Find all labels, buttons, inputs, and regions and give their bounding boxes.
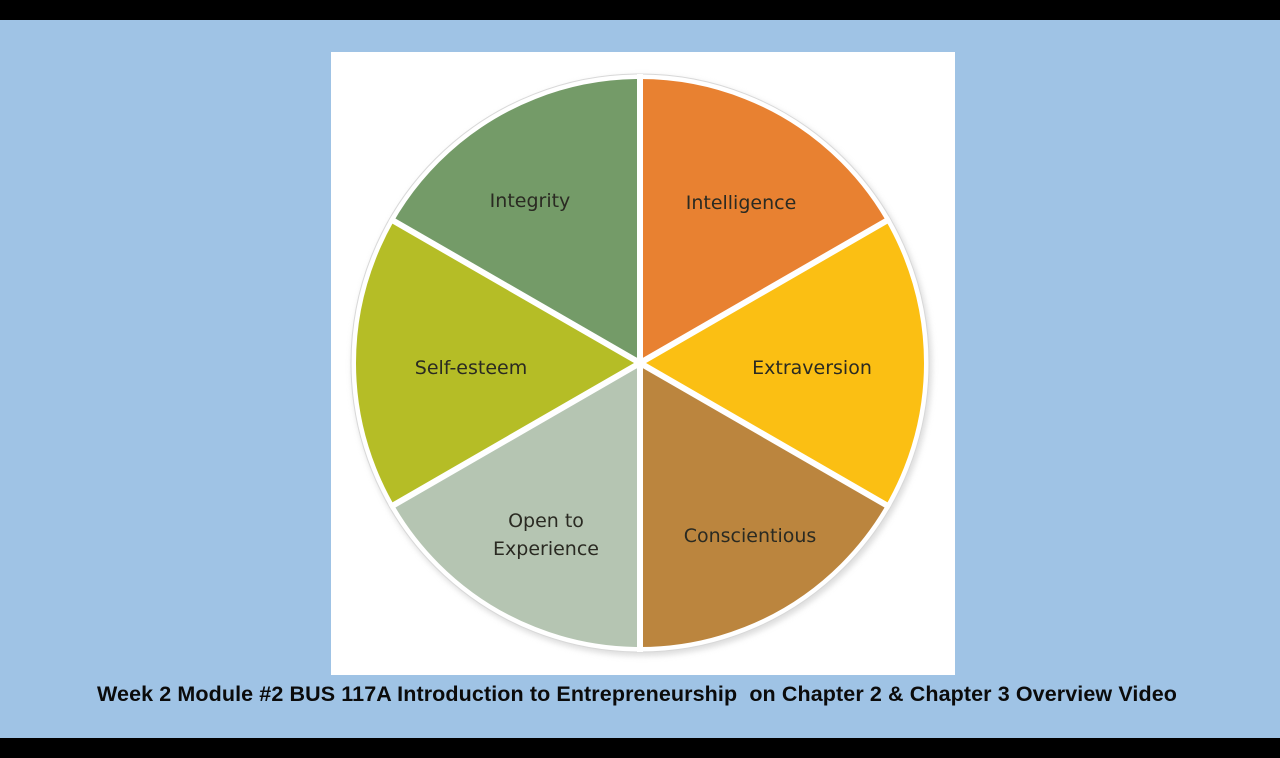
slice-integrity <box>393 78 640 363</box>
slice-self-esteem <box>355 220 640 506</box>
slice-extraversion <box>640 220 925 506</box>
slice-open-to-experience <box>393 363 640 648</box>
label-extraversion: Extraversion <box>752 357 872 379</box>
pie-chart: Integrity Intelligence Extraversion Self… <box>350 73 932 656</box>
label-integrity: Integrity <box>490 190 571 212</box>
trait-pie-figure: Integrity Intelligence Extraversion Self… <box>331 52 955 675</box>
slide-background: Integrity Intelligence Extraversion Self… <box>0 20 1280 738</box>
slice-dividers <box>388 74 892 652</box>
pie-rim <box>352 75 928 651</box>
label-self-esteem: Self-esteem <box>415 357 527 379</box>
label-intelligence: Intelligence <box>686 192 797 214</box>
slice-intelligence <box>640 78 887 363</box>
label-open-line2: Experience <box>493 538 599 560</box>
label-conscientious: Conscientious <box>684 525 817 547</box>
video-caption: Week 2 Module #2 BUS 117A Introduction t… <box>97 682 1177 706</box>
slice-conscientious <box>640 363 887 648</box>
label-open-line1: Open to <box>508 510 584 532</box>
